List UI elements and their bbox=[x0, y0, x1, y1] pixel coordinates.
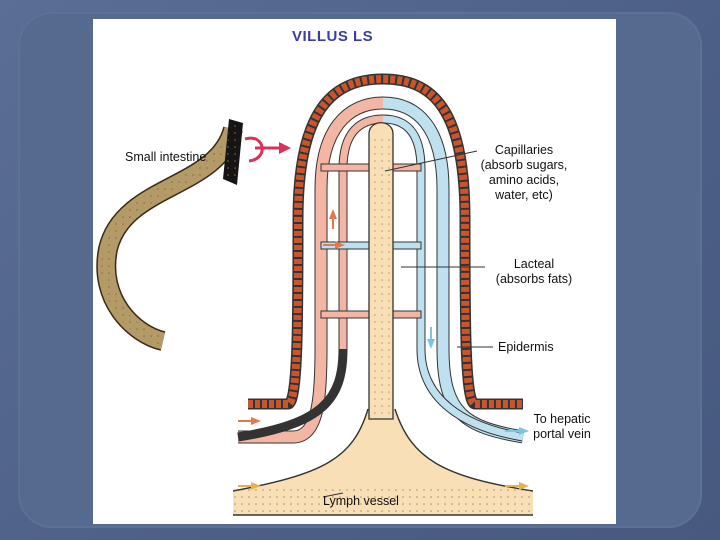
label-hepatic-line1: To hepatic bbox=[533, 412, 591, 426]
label-capillaries-line4: water, etc) bbox=[495, 188, 553, 202]
label-capillaries-line3: amino acids, bbox=[488, 173, 560, 187]
flow-arrows bbox=[238, 209, 529, 490]
label-capillaries-line2: (absorb sugars, bbox=[480, 158, 568, 172]
lacteal bbox=[368, 122, 394, 420]
epidermis-layer bbox=[248, 73, 523, 410]
label-lacteal-line1: Lacteal bbox=[513, 257, 555, 271]
leader-lines bbox=[322, 150, 493, 498]
diagram-panel: VILLUS LS Small intestine Capillaries (a… bbox=[93, 19, 616, 524]
label-hepatic-portal: To hepatic portal vein bbox=[525, 412, 599, 442]
lymph-vessel bbox=[232, 408, 534, 516]
label-hepatic-line2: portal vein bbox=[533, 427, 591, 441]
label-capillaries-line1: Capillaries bbox=[494, 143, 554, 157]
label-lacteal-line2: (absorbs fats) bbox=[495, 272, 573, 286]
label-lymph-vessel: Lymph vessel bbox=[323, 494, 399, 508]
zoom-arrow bbox=[244, 136, 291, 163]
label-capillaries: Capillaries (absorb sugars, amino acids,… bbox=[473, 143, 575, 203]
label-lacteal: Lacteal (absorbs fats) bbox=[486, 257, 582, 287]
label-small-intestine: Small intestine bbox=[125, 150, 207, 164]
villus-diagram bbox=[96, 73, 534, 516]
diagram-title: VILLUS LS bbox=[292, 28, 374, 45]
small-intestine-tube bbox=[96, 119, 243, 351]
label-epidermis: Epidermis bbox=[498, 340, 554, 354]
